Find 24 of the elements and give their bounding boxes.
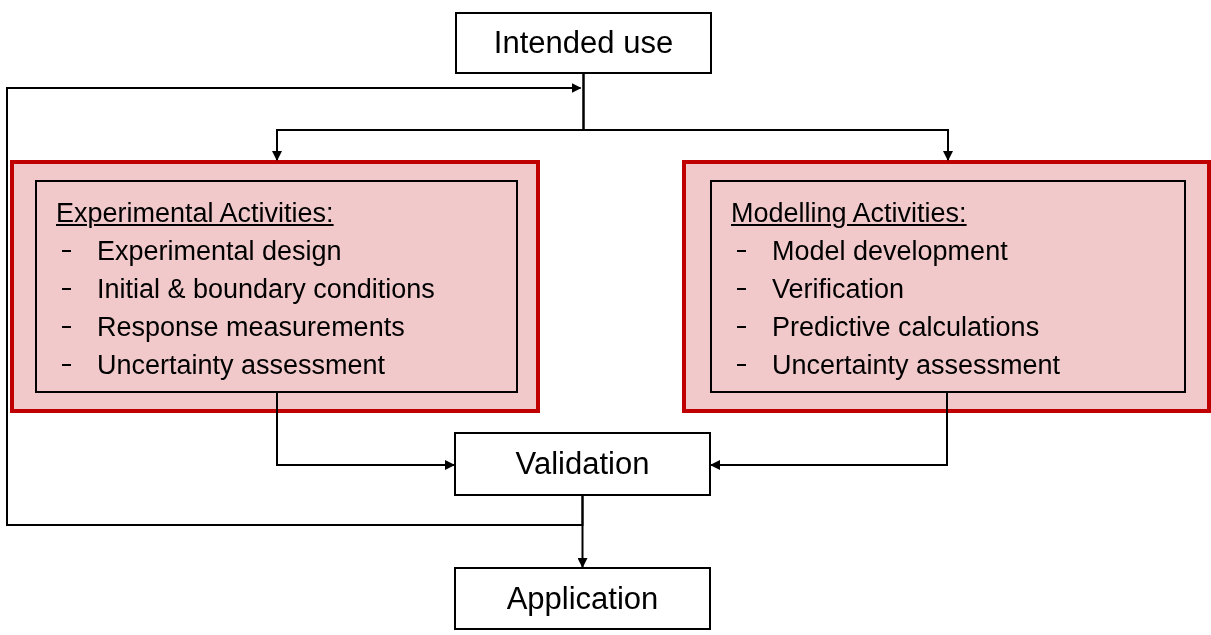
list-item: Initial & boundary conditions	[97, 273, 435, 305]
activity-list-box	[710, 180, 1186, 393]
list-item: Response measurements	[97, 311, 405, 343]
arrow	[276, 392, 455, 470]
box-label: Application	[506, 580, 659, 617]
list-heading: Modelling Activities:	[731, 197, 968, 230]
activity-list-box	[35, 180, 518, 393]
list-item: Predictive calculations	[772, 311, 1040, 343]
group-panel	[682, 160, 1211, 413]
process-box	[455, 12, 712, 74]
list-item: Uncertainty assessment	[97, 349, 386, 381]
list-item: Experimental design	[97, 235, 342, 267]
list-heading: Experimental Activities:	[56, 197, 335, 230]
arrow	[710, 392, 948, 470]
process-box	[454, 567, 711, 630]
group-panel	[10, 160, 540, 413]
arrow	[6, 83, 584, 526]
list-item: Verification	[772, 273, 905, 305]
list-item: Uncertainty assessment	[772, 349, 1061, 381]
box-label: Intended use	[493, 25, 674, 61]
list-item: Model development	[772, 235, 1008, 267]
arrow	[582, 73, 953, 161]
process-box	[454, 432, 711, 496]
box-label: Validation	[515, 446, 650, 482]
